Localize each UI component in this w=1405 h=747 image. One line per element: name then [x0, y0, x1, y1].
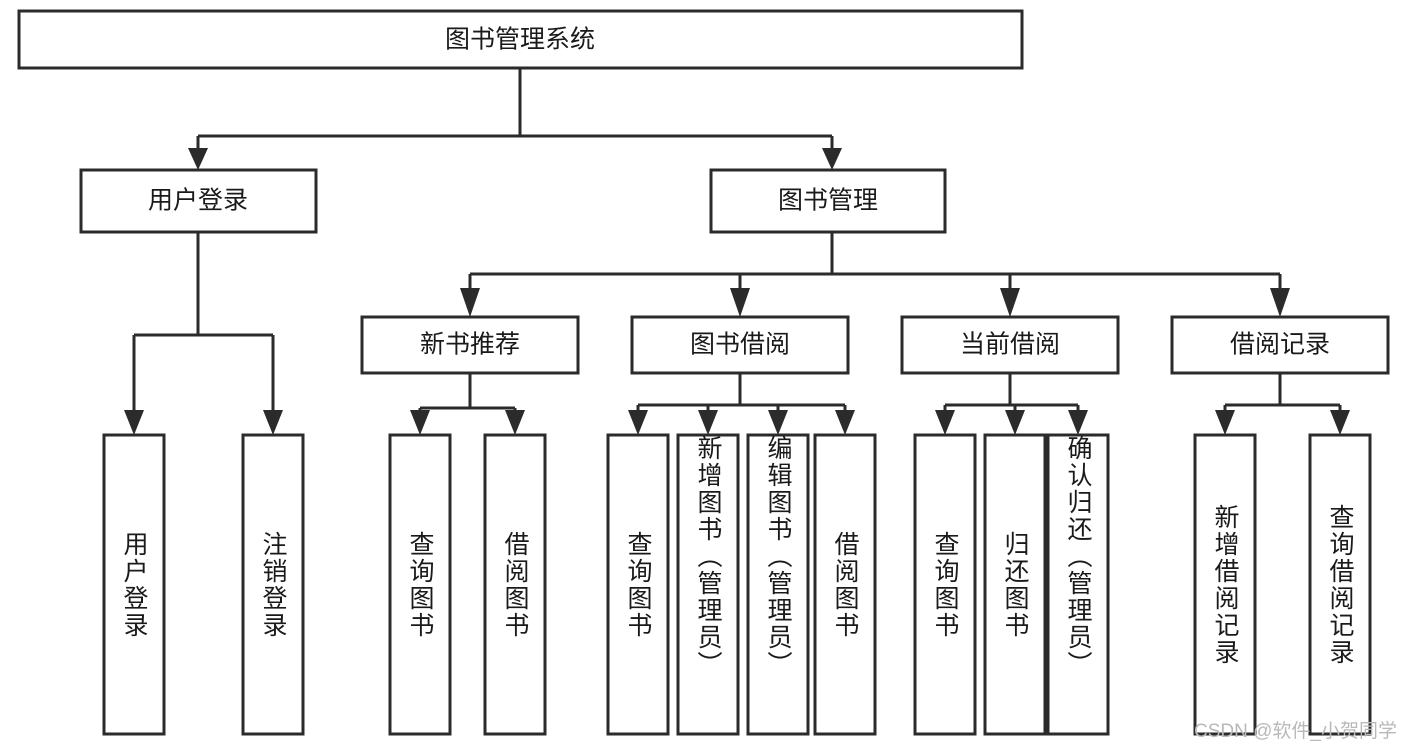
node-current-borrow-label: 当前借阅	[960, 331, 1060, 359]
leaf-book-borrow-1[interactable]	[606, 433, 670, 736]
arrow-head-bb-leaf2	[698, 410, 718, 435]
arrow-head-bb-leaf4	[835, 410, 855, 435]
arrow-head-cb-leaf2	[1005, 410, 1025, 435]
leaf-current-borrow-1[interactable]	[913, 433, 977, 736]
arrow-head-bb-leaf3	[768, 410, 788, 435]
leaf-borrow-record-2[interactable]	[1308, 433, 1372, 736]
node-layer: 图书管理系统 用户登录 图书管理 新书推荐 图书借阅 当前借阅 借阅记录	[17, 9, 1390, 736]
arrow-head-br-leaf2	[1330, 410, 1350, 435]
arrow-head-cb-leaf3	[1068, 410, 1088, 435]
node-book-management[interactable]	[709, 168, 947, 234]
arrow-head-current-borrow	[1000, 288, 1020, 317]
arrow-head-book-borrow	[730, 288, 750, 317]
arrow-head-book-mgmt	[822, 148, 842, 170]
connector-layer	[124, 68, 1350, 435]
arrow-head-cb-leaf1	[935, 410, 955, 435]
node-current-borrow[interactable]	[900, 315, 1120, 375]
leaf-book-borrow-2[interactable]	[676, 433, 740, 736]
leaf-user-login-2[interactable]	[241, 433, 305, 736]
node-borrow-record-label: 借阅记录	[1230, 331, 1330, 359]
node-root-label: 图书管理系统	[445, 26, 595, 54]
arrow-head-bb-leaf1	[628, 410, 648, 435]
node-new-book-recommend[interactable]	[360, 315, 580, 375]
arrow-head-user-login	[188, 148, 208, 170]
leaf-current-borrow-3[interactable]	[1046, 433, 1110, 736]
node-borrow-record[interactable]	[1170, 315, 1390, 375]
node-user-login[interactable]	[79, 168, 318, 234]
leaf-current-borrow-2[interactable]	[983, 433, 1047, 736]
arrow-head-newbook-leaf1	[410, 410, 430, 435]
node-book-borrow[interactable]	[630, 315, 850, 375]
arrow-head-borrow-record	[1270, 288, 1290, 317]
node-root[interactable]	[17, 9, 1024, 70]
arrow-head-br-leaf1	[1215, 410, 1235, 435]
node-user-login-label: 用户登录	[148, 187, 248, 215]
leaf-book-borrow-4[interactable]	[813, 433, 877, 736]
arrow-head-newbook-leaf2	[505, 410, 525, 435]
arrow-head-new-book	[460, 288, 480, 317]
leaf-user-login-1[interactable]	[102, 433, 166, 736]
arrow-head-user-leaf2	[263, 410, 283, 435]
node-book-management-label: 图书管理	[778, 187, 878, 215]
arrow-head-user-leaf1	[124, 410, 144, 435]
leaf-borrow-record-1[interactable]	[1193, 433, 1257, 736]
leaf-book-borrow-3[interactable]	[746, 433, 810, 736]
leaf-new-book-1[interactable]	[388, 433, 452, 736]
node-new-book-recommend-label: 新书推荐	[420, 331, 520, 359]
node-book-borrow-label: 图书借阅	[690, 331, 790, 359]
leaf-new-book-2[interactable]	[483, 433, 547, 736]
